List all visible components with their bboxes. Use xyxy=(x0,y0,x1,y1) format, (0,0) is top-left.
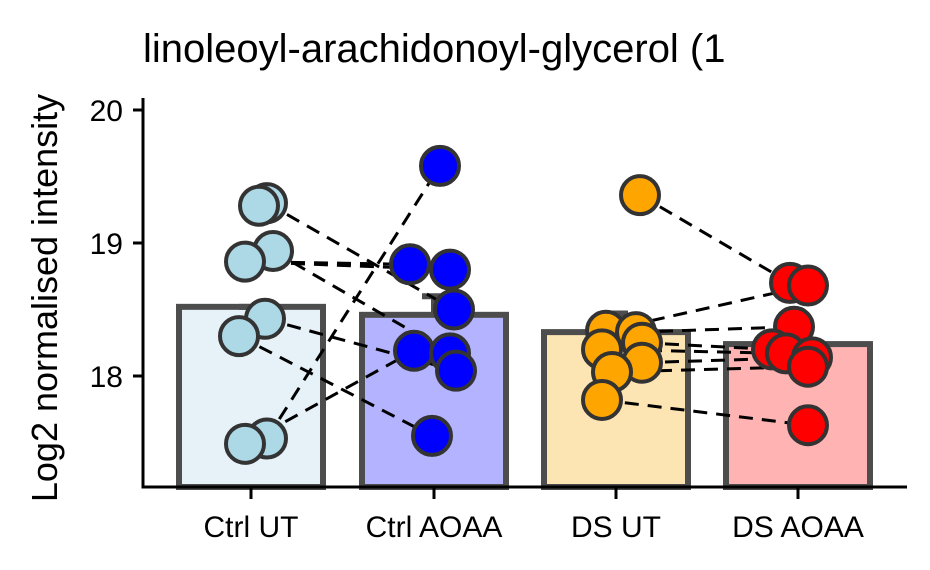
x-tick-label: DS AOAA xyxy=(732,511,864,544)
data-point xyxy=(429,248,471,291)
x-tick-label: Ctrl AOAA xyxy=(366,511,503,544)
data-point xyxy=(411,414,453,457)
data-point xyxy=(787,345,829,388)
data-point xyxy=(238,184,280,227)
y-axis-label: Log2 normalised intensity xyxy=(24,94,65,502)
x-tick-label: Ctrl UT xyxy=(204,511,299,544)
points-layer xyxy=(218,144,833,465)
y-ticks: 18 19 20 xyxy=(90,95,143,394)
pair-line xyxy=(635,325,795,334)
y-tick-label: 19 xyxy=(90,228,123,261)
data-point xyxy=(224,422,266,465)
pair-line xyxy=(265,165,442,440)
data-point xyxy=(419,144,461,187)
x-ticks: Ctrl UT Ctrl AOAA DS UT DS AOAA xyxy=(204,487,864,544)
data-point xyxy=(218,315,260,358)
data-point xyxy=(433,288,475,331)
data-point xyxy=(389,243,431,286)
y-tick-label: 20 xyxy=(90,95,123,128)
pair-line xyxy=(266,201,455,311)
data-point xyxy=(435,349,477,392)
x-tick-label: DS UT xyxy=(571,511,661,544)
data-point xyxy=(393,329,435,372)
pair-line xyxy=(639,193,791,285)
data-point xyxy=(581,378,623,421)
pair-line xyxy=(238,334,433,438)
y-tick-label: 18 xyxy=(90,361,123,394)
data-point xyxy=(619,174,661,217)
data-point xyxy=(787,404,829,447)
pair-line xyxy=(601,398,809,427)
chart-title: linoleoyl-arachidonoyl-glycerol (1 xyxy=(143,27,726,71)
data-point xyxy=(224,240,266,283)
data-point xyxy=(787,264,829,307)
